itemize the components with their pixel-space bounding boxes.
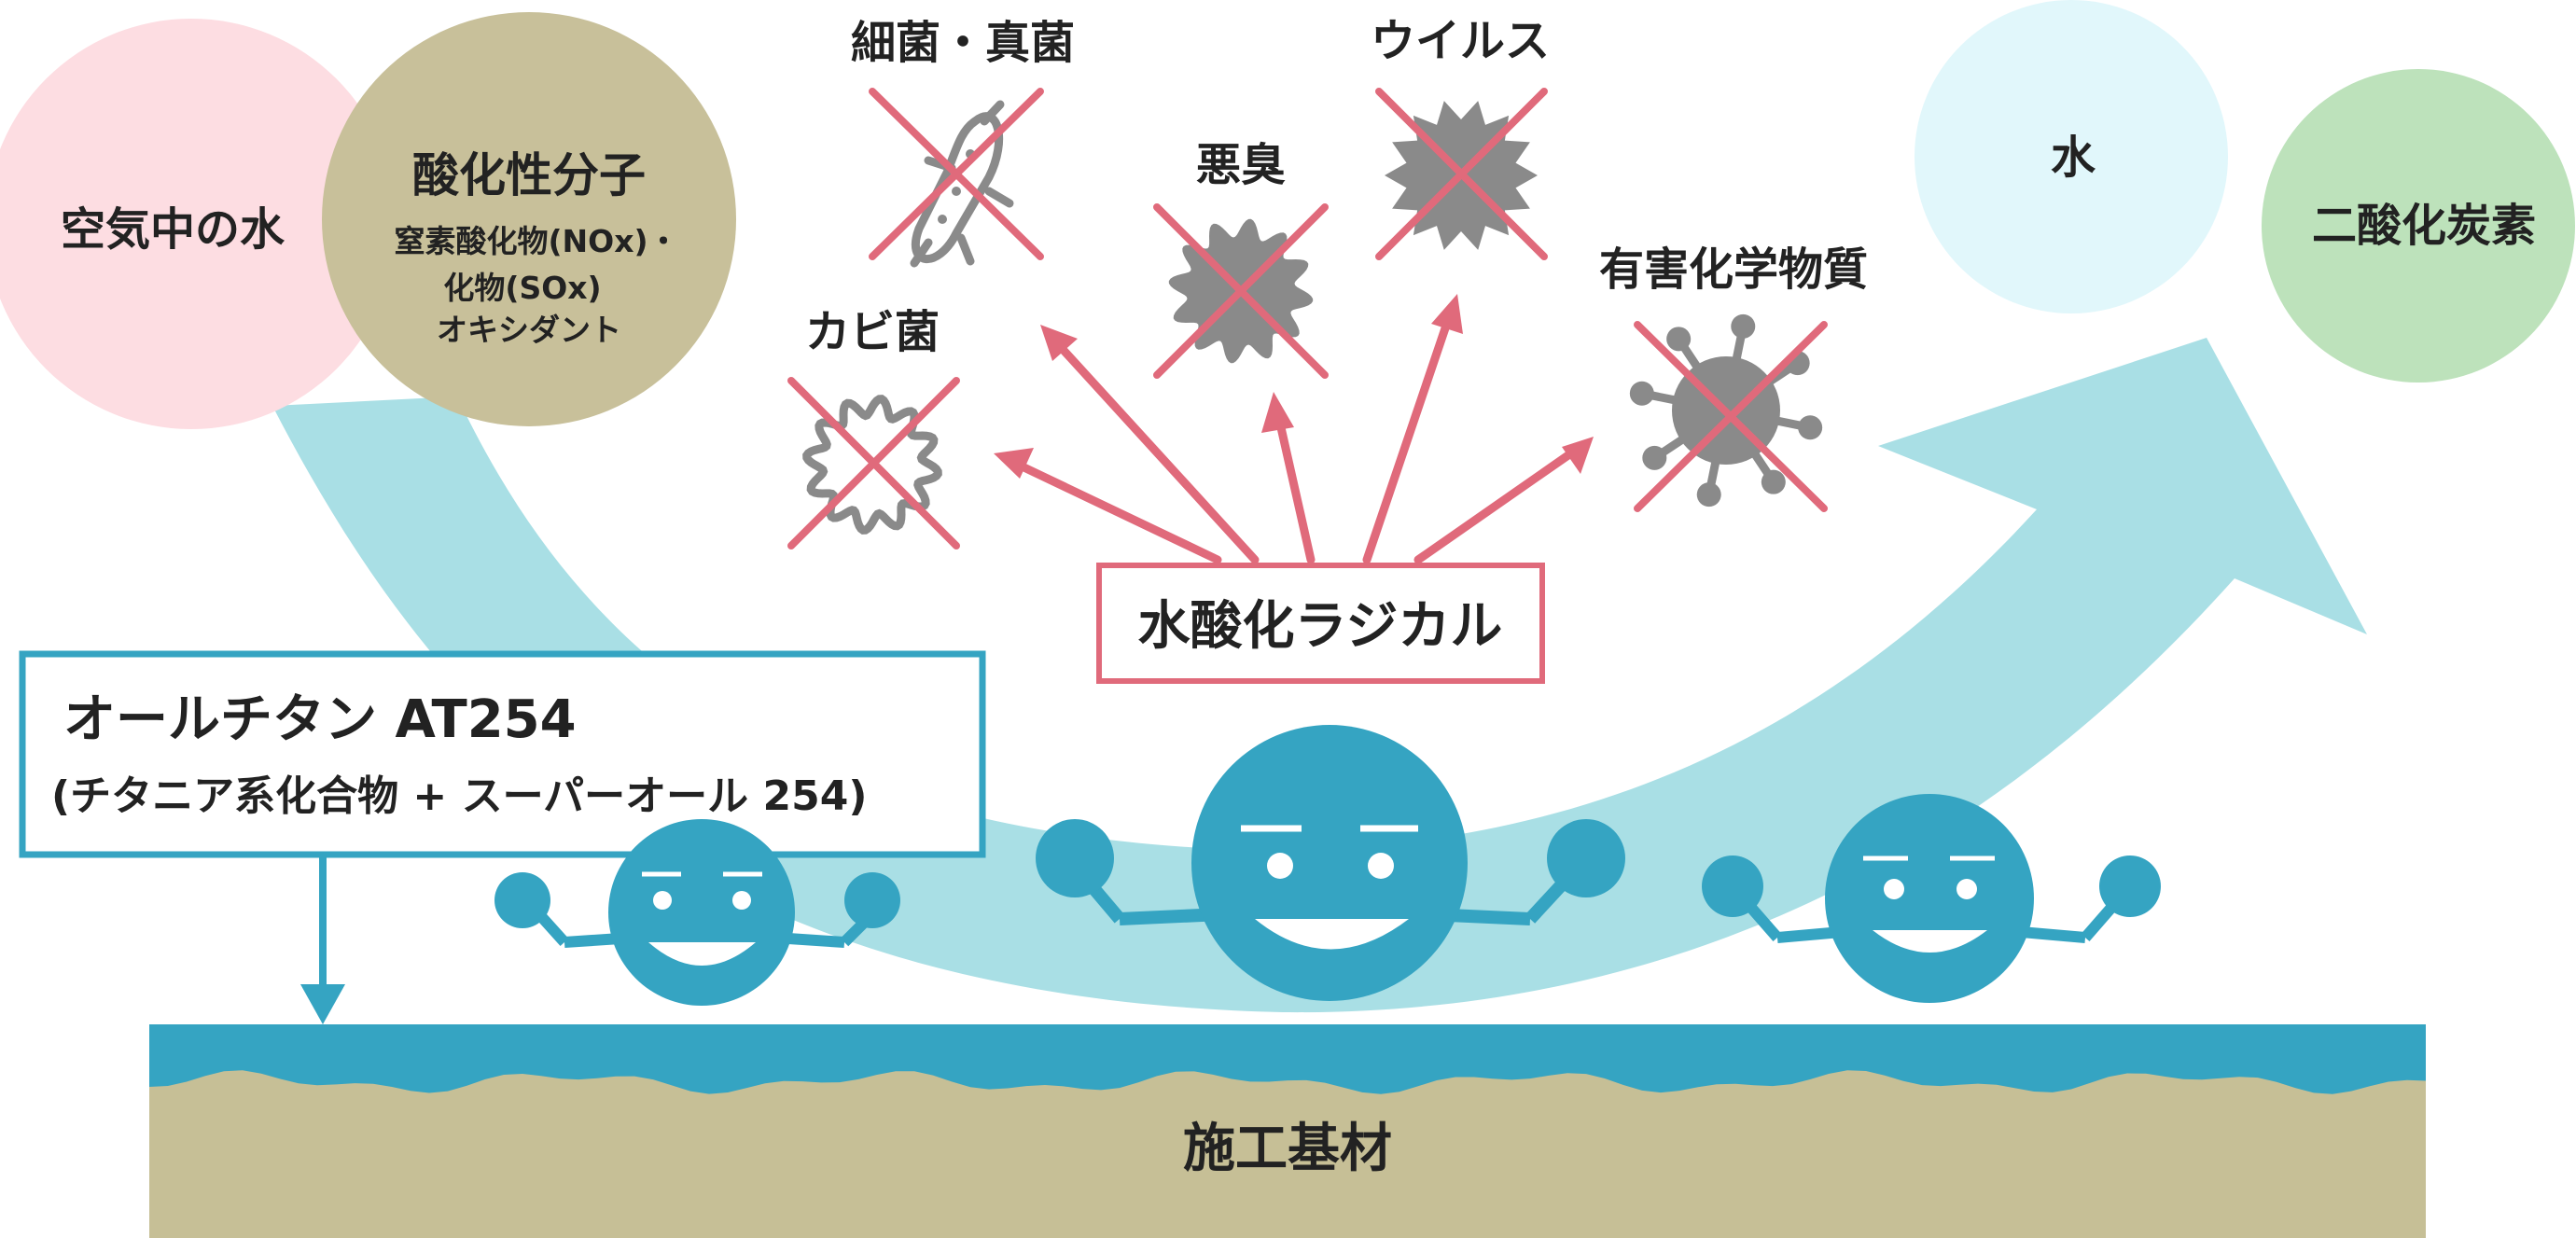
- air-water-circle: 空気中の水: [0, 19, 397, 429]
- virus-spike-tip: [1798, 415, 1823, 440]
- catalyst-character-left: [494, 819, 900, 1006]
- catalyst-character-center: [1036, 725, 1625, 1001]
- virus-spike-tip: [1731, 313, 1756, 339]
- substrate: 施工基材: [149, 1024, 2426, 1238]
- radical-arrows: [994, 294, 1594, 564]
- virus-spike-tip: [1629, 381, 1654, 406]
- oxidant-line3: オキシダント: [437, 312, 621, 348]
- co2-circle: 二酸化炭素: [2262, 69, 2575, 383]
- mold-cross-icon: [787, 377, 960, 549]
- bacteria-label: 細菌・真菌: [851, 17, 1075, 69]
- water-output-label: 水: [2051, 132, 2096, 184]
- virus-spike-tip: [1696, 482, 1721, 508]
- oxidant-circle: 酸化性分子 窒素酸化物(NOx)・ 化物(SOx) オキシダント: [322, 12, 736, 426]
- product-box: オールチタン AT254 (チタニア系化合物 + スーパーオール 254): [19, 650, 986, 858]
- virus-spike-tip: [1761, 469, 1786, 494]
- virus-spike-tip: [1642, 445, 1667, 470]
- product-name: オールチタン AT254: [63, 689, 577, 750]
- hydroxyl-radical-label: 水酸化ラジカル: [1138, 596, 1503, 657]
- air-water-label: 空気中の水: [61, 203, 285, 256]
- co2-label: 二酸化炭素: [2312, 200, 2536, 252]
- virus-cross-icon: [1375, 88, 1548, 260]
- mold-label: カビ菌: [805, 306, 940, 358]
- oxidant-title: 酸化性分子: [412, 148, 646, 202]
- product-pointer-arrow: [300, 855, 345, 1024]
- oxidant-line1: 窒素酸化物(NOx)・: [394, 223, 678, 259]
- substrate-label: 施工基材: [1183, 1119, 1392, 1179]
- harmful-label: 有害化学物質: [1599, 243, 1868, 296]
- product-detail: (チタニア系化合物 + スーパーオール 254): [51, 772, 867, 820]
- odor-cross-icon: [1153, 203, 1329, 379]
- bacteria-cross-icon: [869, 88, 1044, 260]
- water-output-circle: 水: [1915, 0, 2228, 313]
- catalyst-character-right: [1702, 794, 2161, 1003]
- virus-label: ウイルス: [1371, 15, 1550, 67]
- virus-spike-tip: [1666, 327, 1692, 352]
- oxidant-line2: 化物(SOx): [443, 270, 601, 306]
- harmful-cross-icon: [1634, 321, 1828, 512]
- hydroxyl-radical-box: 水酸化ラジカル: [1096, 563, 1545, 684]
- odor-label: 悪臭: [1196, 139, 1286, 191]
- mold-icon: [802, 395, 942, 535]
